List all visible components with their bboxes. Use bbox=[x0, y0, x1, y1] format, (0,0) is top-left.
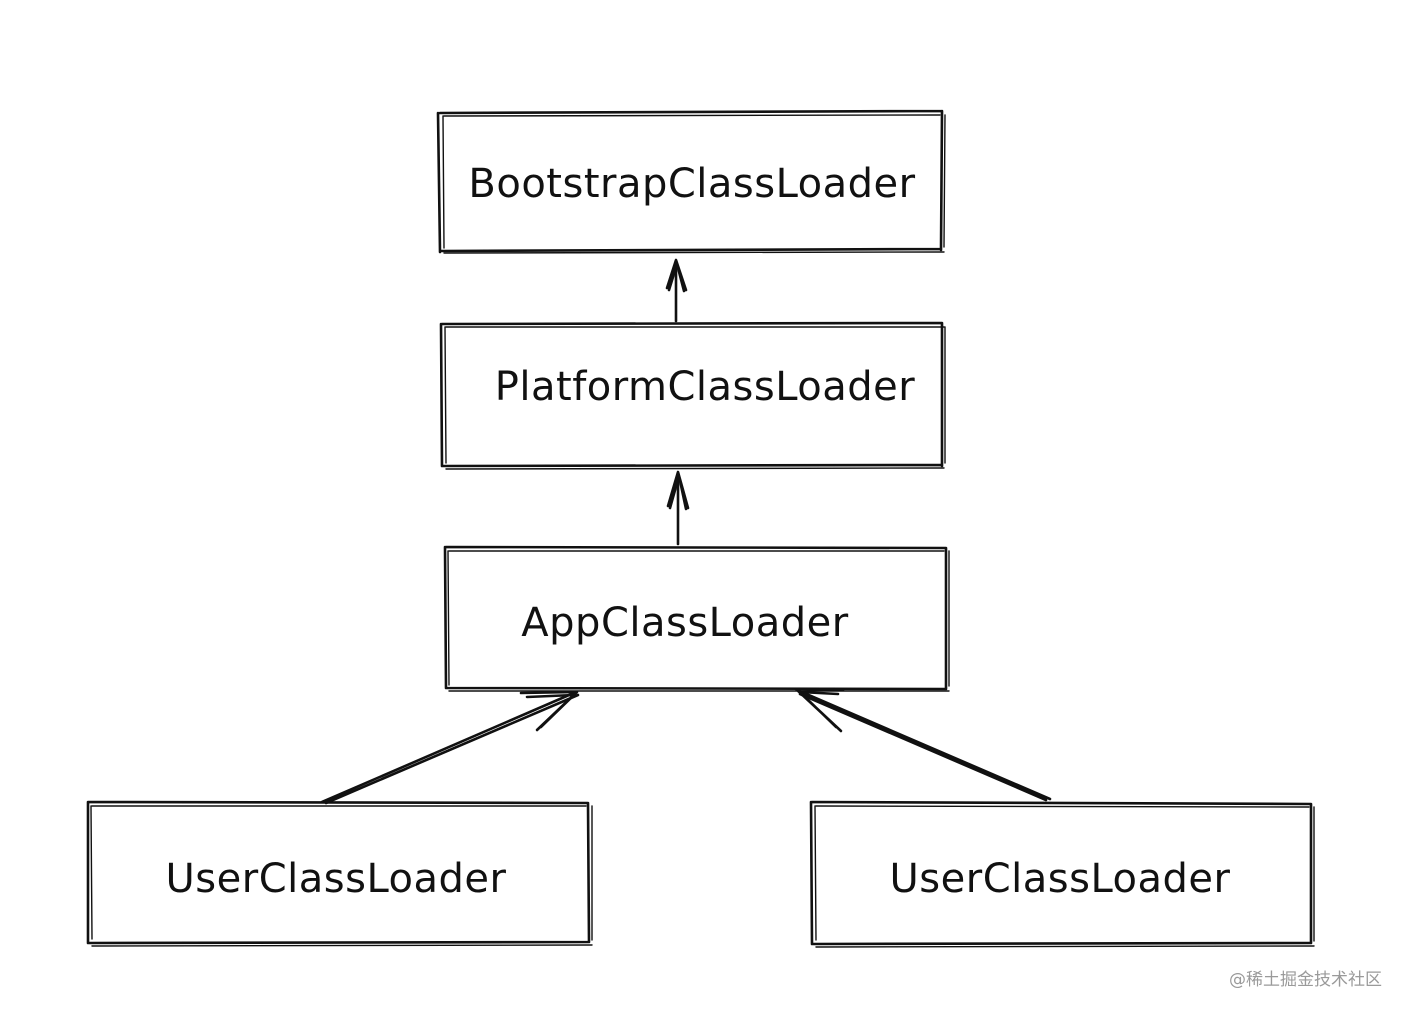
node-bootstrap-border-sketch bbox=[442, 114, 946, 254]
node-app-label: AppClassLoader bbox=[521, 600, 848, 646]
watermark-text: @稀土掘金技术社区 bbox=[1229, 970, 1382, 990]
node-user-right-label: UserClassLoader bbox=[890, 856, 1231, 902]
node-app-border-sketch bbox=[447, 550, 950, 692]
node-user-right-border bbox=[809, 800, 1313, 946]
edge-user-left-to-app bbox=[320, 690, 580, 805]
edge-platform-to-bootstrap bbox=[665, 258, 688, 323]
node-user-left-border-sketch bbox=[90, 805, 593, 947]
edge-platform-to-bootstrap-arrowhead bbox=[665, 258, 688, 293]
node-user-right-border-sketch bbox=[814, 805, 1315, 948]
edge-app-to-platform bbox=[666, 470, 690, 546]
node-user-left[interactable]: UserClassLoader bbox=[86, 800, 593, 947]
node-app-border bbox=[443, 545, 948, 691]
node-user-right[interactable]: UserClassLoader bbox=[809, 800, 1315, 948]
node-platform-border-sketch bbox=[444, 326, 946, 470]
edge-user-left-to-app-line bbox=[320, 690, 580, 805]
edge-user-left-to-app-arrowhead bbox=[519, 690, 579, 732]
edge-app-to-platform-arrowhead bbox=[666, 470, 690, 511]
node-app[interactable]: AppClassLoader bbox=[443, 545, 950, 692]
node-platform[interactable]: PlatformClassLoader bbox=[439, 321, 946, 470]
node-bootstrap-label: BootstrapClassLoader bbox=[468, 161, 915, 207]
node-platform-label: PlatformClassLoader bbox=[495, 364, 915, 410]
edge-user-right-to-app-line bbox=[795, 688, 1052, 802]
node-bootstrap-border bbox=[436, 109, 944, 254]
node-bootstrap[interactable]: BootstrapClassLoader bbox=[436, 109, 946, 254]
node-platform-border bbox=[439, 321, 944, 468]
edge-user-right-to-app-arrowhead bbox=[794, 687, 845, 733]
node-user-left-label: UserClassLoader bbox=[166, 856, 507, 902]
node-user-left-border bbox=[86, 800, 591, 945]
edge-user-right-to-app bbox=[794, 687, 1052, 802]
